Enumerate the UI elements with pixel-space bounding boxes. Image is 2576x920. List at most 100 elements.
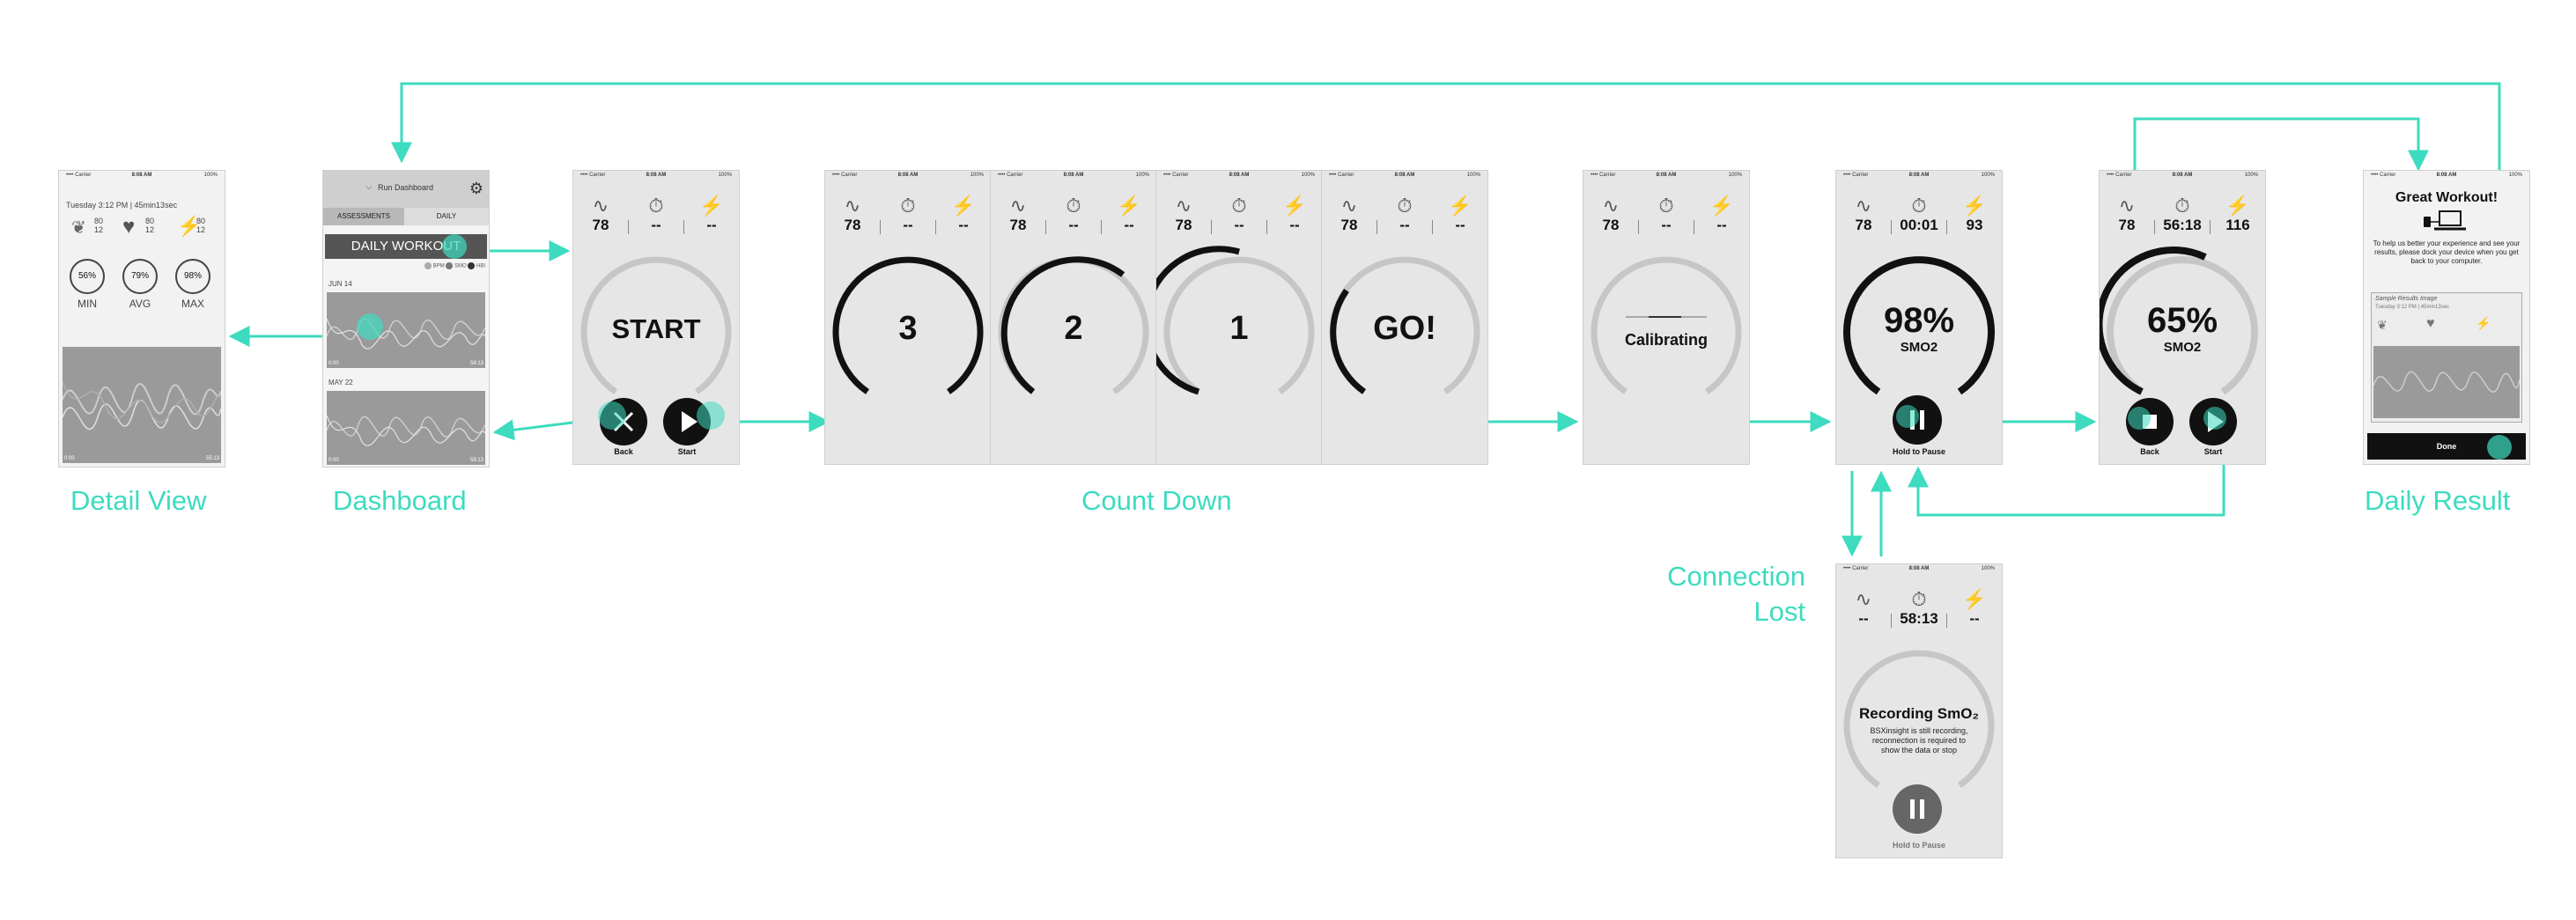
stats-row: ∿78 ⏱-- ⚡--	[573, 195, 739, 241]
heart-icon: ♥	[122, 215, 136, 239]
calibration-progress-bar	[1626, 316, 1707, 318]
heart-rate-icon: ∿	[1175, 195, 1192, 217]
list-item[interactable]: 0:00 58:13	[327, 292, 485, 368]
power-icon: ⚡	[699, 195, 724, 217]
lungs-icon: ❦	[2377, 318, 2388, 332]
stopwatch-icon: ⏱	[900, 195, 916, 217]
heart-rate-icon: ∿	[2118, 195, 2136, 217]
stopwatch-icon: ⏱	[1911, 195, 1927, 217]
tab-daily[interactable]: DAILY	[404, 208, 489, 225]
label-dashboard: Dashboard	[333, 485, 467, 516]
hotspot-done	[2487, 435, 2512, 460]
pause-icon	[1910, 799, 1924, 819]
power-icon: ⚡	[1117, 195, 1141, 217]
heart-rate-icon: ∿	[592, 195, 609, 217]
result-title: Great Workout!	[2395, 190, 2498, 205]
power-icon: ⚡	[1448, 195, 1473, 217]
power-icon: ⚡	[2225, 195, 2250, 217]
stopwatch-icon: ⏱	[648, 195, 664, 217]
hotspot-start	[697, 401, 725, 430]
power-icon: ⚡	[1962, 588, 1987, 610]
label-connection-lost-1: Connection	[1667, 561, 1805, 592]
pause-button[interactable]	[1893, 784, 1942, 834]
progress-dial	[1591, 256, 1742, 394]
gear-icon[interactable]: ⚙	[469, 180, 483, 197]
power-icon: ⚡	[951, 195, 976, 217]
heart-rate-icon: ∿	[1855, 195, 1872, 217]
stopwatch-icon: ⏱	[1231, 195, 1247, 217]
hotspot-daily-workout	[442, 234, 467, 259]
dashboard-screen: ⌵ Run Dashboard ⚙ ASSESSMENTS DAILY DAIL…	[322, 170, 490, 467]
label-count-down: Count Down	[1081, 485, 1232, 516]
progress-dial	[832, 256, 984, 394]
heart-rate-icon: ∿	[1855, 588, 1872, 610]
stopwatch-icon: ⏱	[2174, 195, 2190, 217]
detail-date: Tuesday 3:12 PM | 45min13sec	[66, 201, 178, 210]
power-icon: ⚡	[1709, 195, 1734, 217]
progress-dial	[2100, 246, 2258, 395]
progress-dial	[580, 256, 732, 394]
hotspot-back	[598, 401, 626, 430]
stat-avg: 79% AVG	[122, 259, 158, 310]
progress-dial	[1156, 246, 1315, 395]
tab-assessments[interactable]: ASSESSMENTS	[323, 208, 404, 225]
stopwatch-icon: ⏱	[1911, 588, 1927, 610]
progress-dial	[1843, 650, 1995, 788]
heart-rate-icon: ∿	[1602, 195, 1620, 217]
power-icon: ⚡	[1282, 195, 1307, 217]
hotspot-pause	[1896, 405, 1919, 428]
label-connection-lost-2: Lost	[1753, 596, 1805, 627]
heart-rate-icon: ∿	[1340, 195, 1358, 217]
label-detail-view: Detail View	[70, 485, 207, 516]
stat-min: 56% MIN	[70, 259, 105, 310]
play-icon	[682, 411, 698, 432]
sample-results-image: Sample Results Image Tuesday 3:12 PM | 4…	[2371, 292, 2522, 423]
detail-graph[interactable]: 0:00 55:13	[63, 347, 221, 463]
stopwatch-icon: ⏱	[1397, 195, 1413, 217]
stopwatch-icon: ⏱	[1658, 195, 1674, 217]
progress-dial	[998, 256, 1149, 394]
hotspot-stop	[2128, 407, 2151, 430]
lungs-icon: ❦	[71, 218, 86, 238]
chevron-down-icon[interactable]: ⌵	[365, 182, 373, 192]
heart-icon: ♥	[2426, 316, 2435, 331]
hotspot-workout-item	[357, 313, 383, 340]
stopwatch-icon: ⏱	[1066, 195, 1081, 217]
heart-rate-icon: ∿	[1009, 195, 1027, 217]
stat-max: 98% MAX	[175, 259, 210, 310]
progress-dial	[1843, 256, 1995, 395]
list-item[interactable]: 0:00 58:13	[327, 391, 485, 465]
power-icon: ⚡	[2476, 316, 2491, 330]
power-icon: ⚡	[177, 215, 202, 237]
dashboard-legend: BPM SMO HBI	[424, 262, 485, 269]
progress-dial	[1329, 256, 1480, 394]
power-icon: ⚡	[1962, 195, 1987, 217]
label-daily-result: Daily Result	[2365, 485, 2511, 516]
hotspot-resume	[2203, 407, 2226, 430]
laptop-icon	[2418, 210, 2475, 232]
dashboard-header: ⌵ Run Dashboard ⚙	[323, 171, 489, 208]
heart-rate-icon: ∿	[844, 195, 861, 217]
